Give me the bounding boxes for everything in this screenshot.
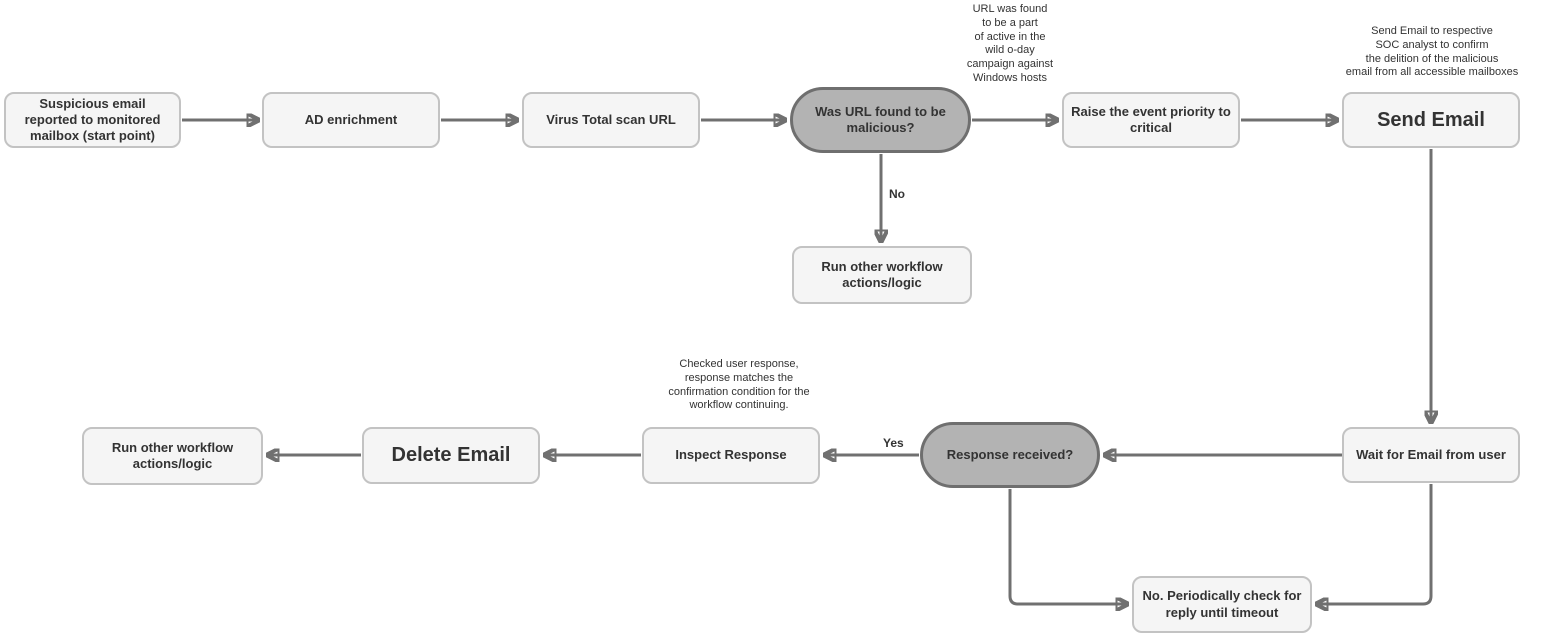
- edge-label-no: No: [889, 187, 905, 201]
- node-delete-email: Delete Email: [362, 427, 540, 484]
- annotation-send-email-note: Send Email to respective SOC analyst to …: [1345, 25, 1519, 79]
- annotation-inspect-response-note: Checked user response, response matches …: [668, 358, 810, 412]
- node-virus-total-scan: Virus Total scan URL: [522, 92, 700, 148]
- edge-response-to-periodic: [1008, 489, 1129, 604]
- annotation-zero-day-campaign: URL was found to be a part of active in …: [966, 3, 1054, 84]
- node-url-malicious-decision: Was URL found to be malicious?: [790, 87, 971, 153]
- node-run-other-workflow-bottom: Run other workflow actions/logic: [82, 427, 263, 485]
- node-ad-enrichment: AD enrichment: [262, 92, 440, 148]
- node-start: Suspicious email reported to monitored m…: [4, 92, 181, 148]
- edge-label-yes: Yes: [883, 436, 904, 450]
- edge-wait-to-periodic: [1315, 484, 1433, 604]
- node-inspect-response: Inspect Response: [642, 427, 820, 484]
- node-periodic-check: No. Periodically check for reply until t…: [1132, 576, 1312, 633]
- node-run-other-workflow-top: Run other workflow actions/logic: [792, 246, 972, 304]
- node-wait-for-email: Wait for Email from user: [1342, 427, 1520, 483]
- node-raise-priority: Raise the event priority to critical: [1062, 92, 1240, 148]
- node-response-received-decision: Response received?: [920, 422, 1100, 488]
- node-send-email: Send Email: [1342, 92, 1520, 148]
